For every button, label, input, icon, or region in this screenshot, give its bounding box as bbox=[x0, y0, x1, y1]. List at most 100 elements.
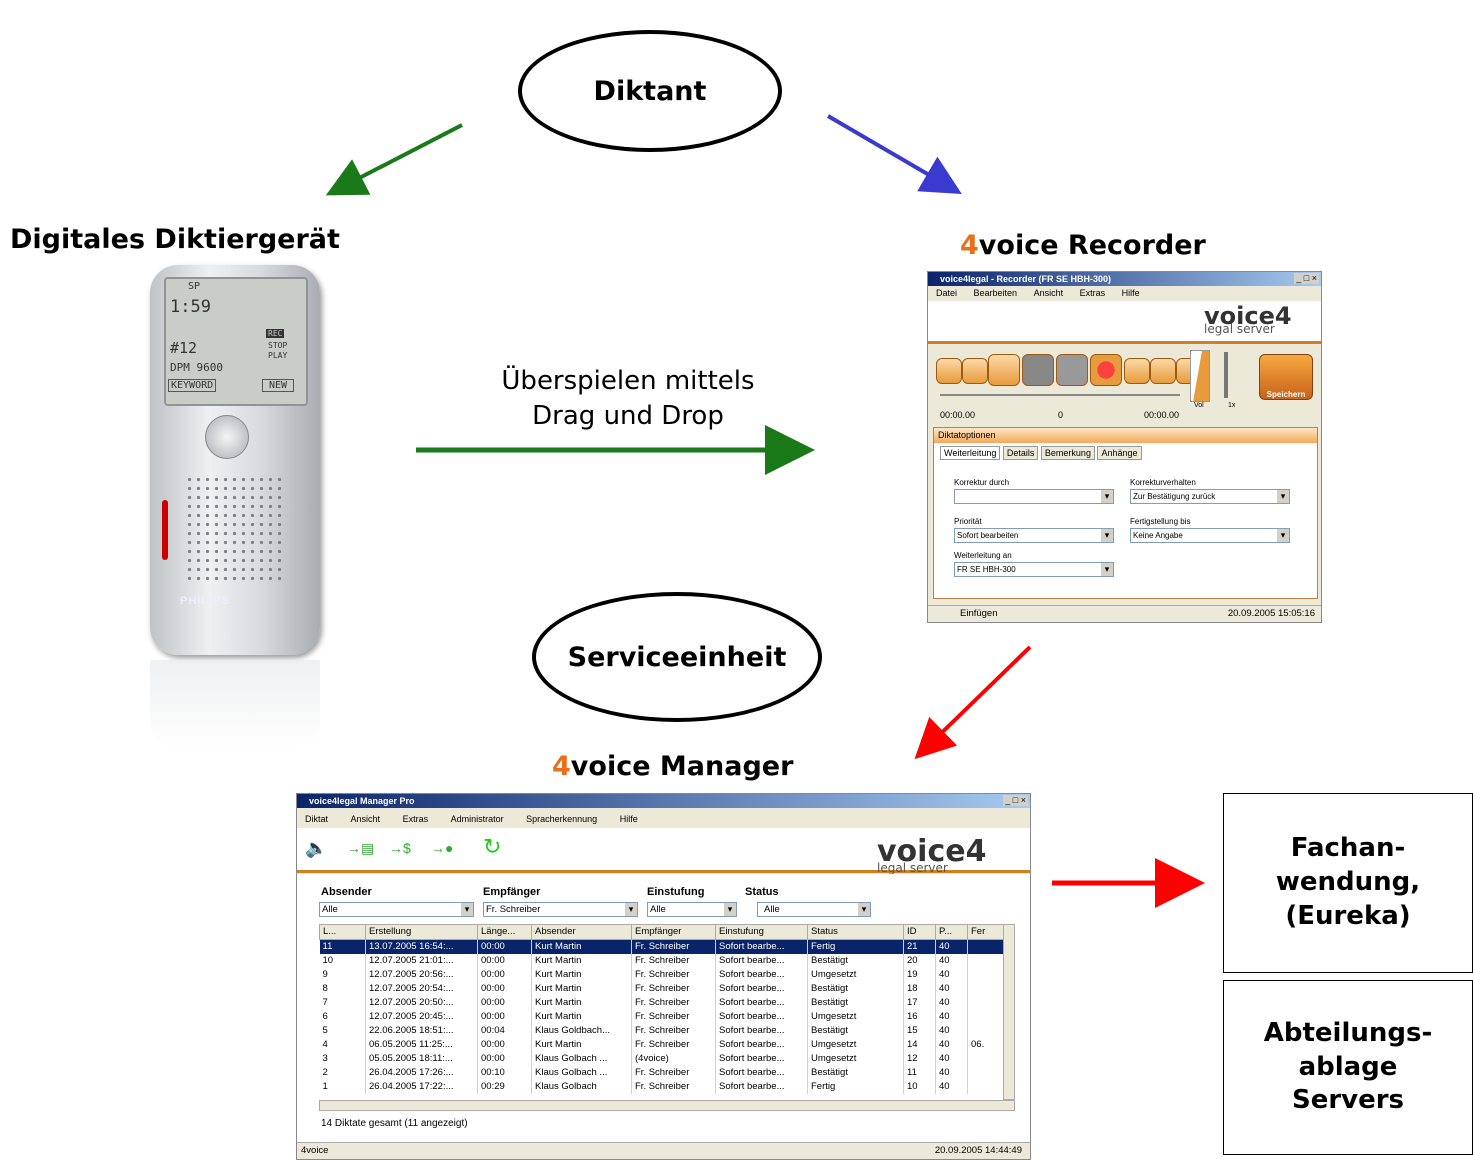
table-cell: 40 bbox=[935, 982, 968, 996]
table-cell: 12 bbox=[903, 1052, 936, 1066]
column-header[interactable]: Status bbox=[807, 924, 904, 940]
record-button[interactable] bbox=[1090, 354, 1122, 386]
time-middle: 0 bbox=[1058, 410, 1064, 420]
table-cell: 05.05.2005 18:11:... bbox=[365, 1052, 478, 1066]
manager-window-controls[interactable]: _ □ × bbox=[1003, 795, 1028, 806]
position-slider[interactable] bbox=[940, 394, 1180, 396]
recorder-menu-datei[interactable]: Datei bbox=[936, 288, 958, 298]
manager-menu-diktat[interactable]: Diktat bbox=[305, 814, 329, 824]
table-cell: 17 bbox=[903, 996, 936, 1010]
manager-menu-extras[interactable]: Extras bbox=[402, 814, 429, 824]
manager-menu-ansicht[interactable]: Ansicht bbox=[350, 814, 381, 824]
table-cell: 19 bbox=[903, 968, 936, 982]
fachanwendung-box: Fachan- wendung, (Eureka) bbox=[1223, 793, 1473, 973]
column-header[interactable]: Absender bbox=[531, 924, 632, 940]
column-header[interactable]: Erstellung bbox=[365, 924, 478, 940]
table-cell: Kurt Martin bbox=[531, 996, 632, 1010]
speed-slider[interactable] bbox=[1224, 352, 1228, 398]
options-panel: Diktatoptionen Weiterleitung Details Bem… bbox=[933, 427, 1318, 599]
device-reflection bbox=[150, 660, 320, 750]
column-header[interactable]: P... bbox=[935, 924, 968, 940]
column-header[interactable]: Fer bbox=[967, 924, 1004, 940]
table-cell: Bestätigt bbox=[807, 996, 904, 1010]
recorder-window-controls[interactable]: _ □ × bbox=[1294, 273, 1319, 284]
rewind-fast-button[interactable] bbox=[936, 358, 962, 384]
filter-empfaenger-label: Empfänger bbox=[483, 886, 541, 898]
table-cell: Fr. Schreiber bbox=[631, 1024, 716, 1038]
table-cell bbox=[967, 954, 1004, 968]
table-cell: Kurt Martin bbox=[531, 968, 632, 982]
table-cell: 26.04.2005 17:22:... bbox=[365, 1080, 478, 1094]
table-cell: 12.07.2005 20:56:... bbox=[365, 968, 478, 982]
table-cell: 4 bbox=[319, 1038, 366, 1052]
vertical-scrollbar[interactable] bbox=[1003, 924, 1015, 1100]
table-cell: Fr. Schreiber bbox=[631, 1038, 716, 1052]
forward-to-icon[interactable]: →▤ bbox=[347, 840, 375, 856]
tab-details[interactable]: Details bbox=[1002, 446, 1039, 460]
table-cell: 11 bbox=[903, 1066, 936, 1080]
transfer-icon[interactable]: →$ bbox=[389, 840, 411, 856]
filter-absender-select[interactable]: Alle bbox=[319, 902, 474, 917]
column-header[interactable]: ID bbox=[903, 924, 936, 940]
table-cell: 1 bbox=[319, 1080, 366, 1094]
pause-button[interactable] bbox=[1056, 354, 1088, 386]
manager-menu-spracherkennung[interactable]: Spracherkennung bbox=[526, 814, 598, 824]
weiterleitung-select[interactable]: FR SE HBH-300 bbox=[954, 562, 1114, 577]
table-cell: 12.07.2005 20:45:... bbox=[365, 1010, 478, 1024]
volume-slider[interactable] bbox=[1190, 350, 1210, 402]
tab-anhaenge[interactable]: Anhänge bbox=[1097, 446, 1142, 460]
refresh-icon[interactable]: ↻ bbox=[483, 834, 502, 859]
korrekturverhalten-select[interactable]: Zur Bestätigung zurück bbox=[1130, 489, 1290, 504]
filter-empfaenger-select[interactable]: Fr. Schreiber bbox=[483, 902, 638, 917]
recorder-menu-ansicht[interactable]: Ansicht bbox=[1033, 288, 1064, 298]
column-header[interactable]: Einstufung bbox=[715, 924, 808, 940]
transfer-caption-line2: Drag und Drop bbox=[532, 401, 724, 432]
recorder-status-right: 20.09.2005 15:05:16 bbox=[1227, 608, 1315, 619]
recorder-menu-hilfe[interactable]: Hilfe bbox=[1121, 288, 1140, 298]
forward-button[interactable] bbox=[1124, 358, 1150, 384]
table-cell: Sofort bearbe... bbox=[715, 982, 808, 996]
time-start: 00:00.00 bbox=[940, 410, 976, 420]
tab-bemerkung[interactable]: Bemerkung bbox=[1040, 446, 1095, 460]
column-header[interactable]: Länge... bbox=[477, 924, 532, 940]
screen-number: #12 bbox=[170, 339, 198, 357]
prioritaet-label: Priorität bbox=[954, 517, 982, 526]
speaker-icon[interactable]: 🔈 bbox=[305, 838, 328, 858]
table-cell: 00:00 bbox=[477, 1038, 532, 1052]
recorder-menu-extras[interactable]: Extras bbox=[1079, 288, 1106, 298]
filter-einstufung-select[interactable]: Alle bbox=[647, 902, 737, 917]
manager-logo-sub: legal server bbox=[877, 861, 948, 875]
save-button[interactable]: Speichern bbox=[1259, 354, 1313, 400]
save-label: Speichern bbox=[1266, 390, 1306, 399]
horizontal-scrollbar[interactable] bbox=[319, 1100, 1015, 1111]
recorder-menu-bearbeiten[interactable]: Bearbeiten bbox=[973, 288, 1018, 298]
column-header[interactable]: L... bbox=[319, 924, 366, 940]
stop-button[interactable] bbox=[1022, 354, 1054, 386]
column-header[interactable]: Empfänger bbox=[631, 924, 716, 940]
filter-status-select[interactable]: Alle bbox=[757, 902, 871, 917]
manager-menu-hilfe[interactable]: Hilfe bbox=[619, 814, 638, 824]
play-button[interactable] bbox=[988, 354, 1020, 386]
korrekturverhalten-label: Korrekturverhalten bbox=[1130, 478, 1196, 487]
forward-fast-button[interactable] bbox=[1150, 358, 1176, 384]
manager-menu-administrator[interactable]: Administrator bbox=[450, 814, 504, 824]
screen-rec: REC bbox=[266, 329, 285, 338]
tab-weiterleitung[interactable]: Weiterleitung bbox=[940, 446, 1001, 460]
rewind-button[interactable] bbox=[962, 358, 988, 384]
prioritaet-select[interactable]: Sofort bearbeiten bbox=[954, 528, 1114, 543]
korrektur-select[interactable] bbox=[954, 489, 1114, 504]
send-icon[interactable]: →● bbox=[431, 840, 454, 856]
table-cell: 15 bbox=[903, 1024, 936, 1038]
fertigstellung-select[interactable]: Keine Angabe bbox=[1130, 528, 1290, 543]
